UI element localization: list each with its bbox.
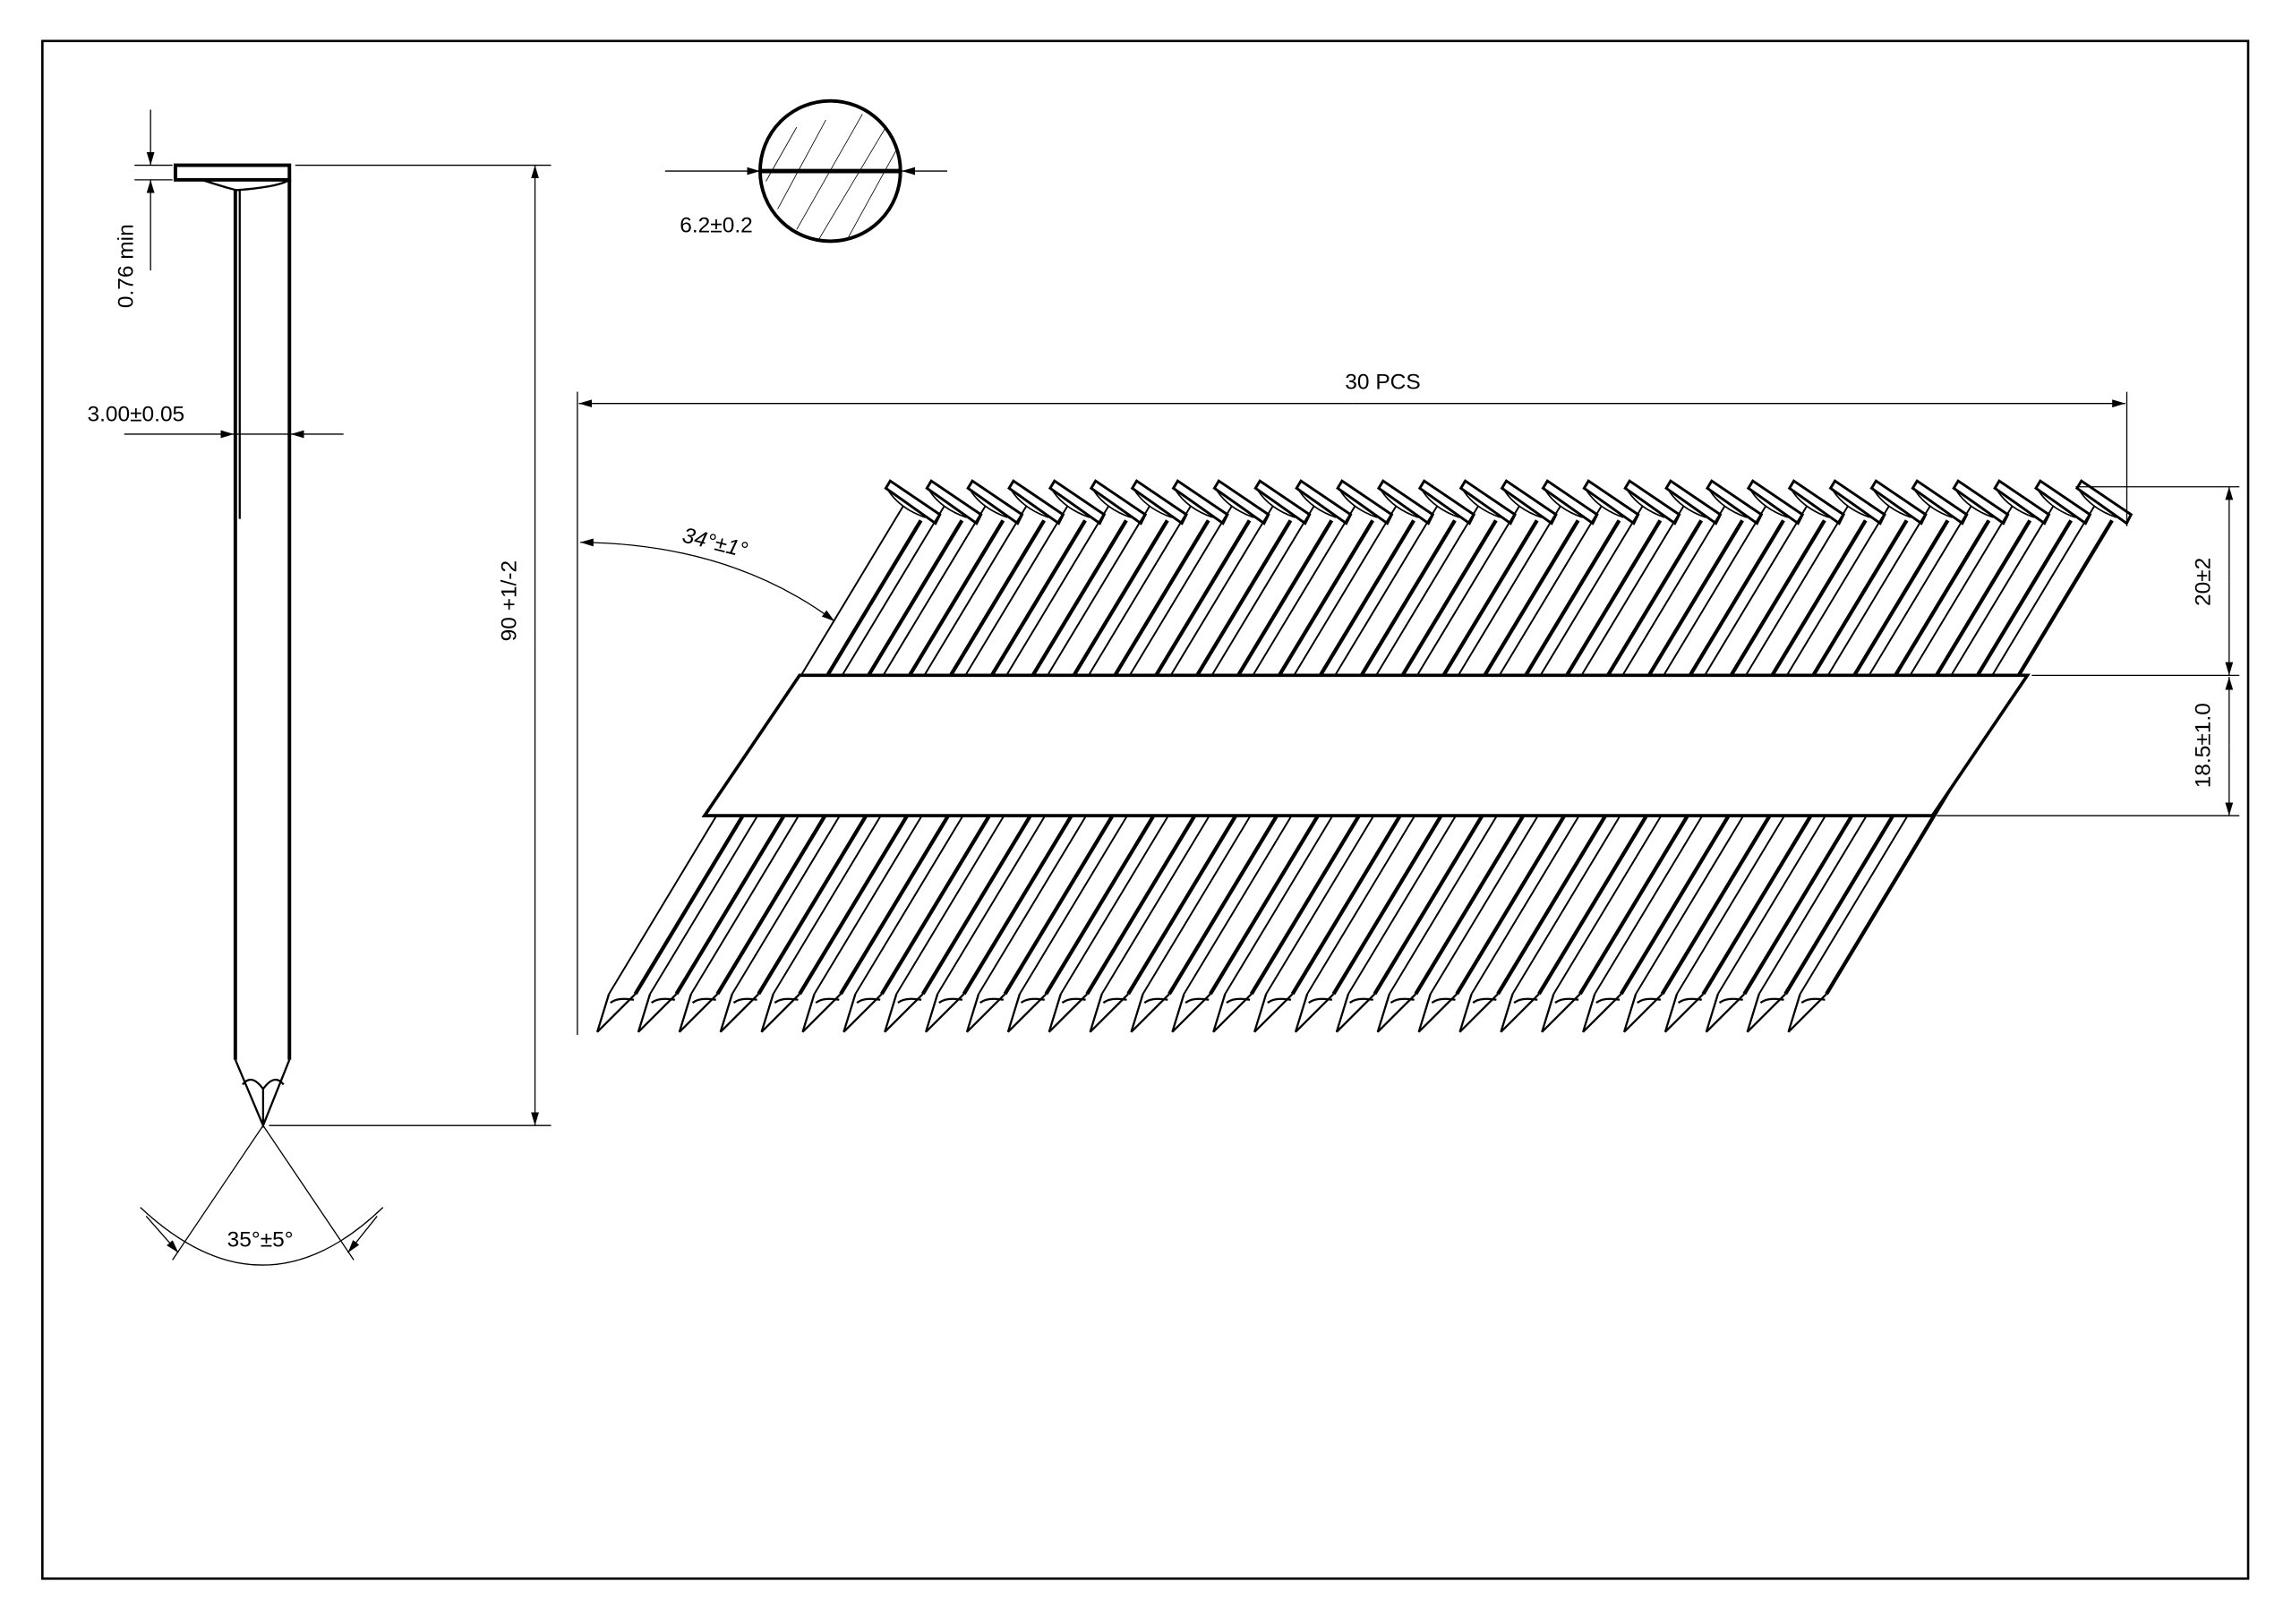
strip-nail-point (965, 993, 1006, 1033)
strip-nail-head-underside (1381, 491, 1419, 518)
strip-nail-head-underside (970, 491, 1008, 518)
head-to-paper-label: 20±2 (2192, 558, 2216, 606)
strip-nail-point (596, 993, 637, 1033)
strip-nail-head-underside (1011, 491, 1049, 518)
nail-length-label: 90 +1/-2 (497, 560, 521, 641)
strip-nail-head-underside (1586, 491, 1624, 518)
strip-nail-point (842, 993, 883, 1033)
strip-nail-point (801, 993, 842, 1033)
strip-nail-point (925, 993, 965, 1033)
drawing-frame (41, 39, 2250, 1580)
strip-nail-point (1417, 993, 1458, 1033)
dimension-collation-angle: 34°±1° (580, 524, 835, 622)
strip-nail-head-underside (1914, 491, 1953, 518)
strip-nail-point (1582, 993, 1622, 1033)
strip-nail-head-underside (1052, 491, 1090, 518)
strip-nail-head-underside (1463, 491, 1501, 518)
strip-nail-head-underside (928, 491, 967, 518)
strip-nail-point (637, 993, 678, 1033)
strip-nail-point (1335, 993, 1376, 1033)
strip-nail-point (1212, 993, 1253, 1033)
strip-nail-head-underside (2038, 491, 2076, 518)
strip-nail-head-underside (1504, 491, 1542, 518)
head-diameter-label: 6.2±0.2 (680, 214, 752, 238)
dimension-shank-diameter: 3.00±0.05 (87, 402, 344, 439)
strip-nail-point (719, 993, 760, 1033)
nail-head (173, 163, 292, 182)
collation-angle-label: 34°±1° (680, 524, 749, 563)
strip-nail-head-underside (1257, 491, 1296, 518)
strip-nail-point (1746, 993, 1786, 1033)
single-nail-view: 0.76 min 3.00±0.05 90 +1/-2 35°±5° (87, 109, 552, 1266)
dimension-nail-length: 90 +1/-2 (269, 164, 552, 1126)
strip-nail-head-underside (887, 491, 926, 518)
strip-nail-head (2074, 479, 2134, 526)
strip-nail-head-underside (1176, 491, 1213, 518)
point-angle-label: 35°±5° (227, 1228, 294, 1252)
strip-nail-point (1294, 993, 1335, 1033)
strip-nail-point (1541, 993, 1581, 1033)
strip-nail-point (1253, 993, 1294, 1033)
strip-nail-head-underside (1792, 491, 1830, 518)
strip-nail-head-underside (1422, 491, 1460, 518)
nail-strip-view: 30 PCS 34°±1° 20±2 18.5±1.0 (577, 370, 2240, 1035)
strip-nail-point (1458, 993, 1499, 1033)
strip-nail-head-underside (1627, 491, 1665, 518)
strip-nail-head-underside (1339, 491, 1378, 518)
paper-width-label: 18.5±1.0 (2192, 703, 2216, 788)
strip-nail-point (1705, 993, 1746, 1033)
shank-diameter-label: 3.00±0.05 (87, 402, 184, 426)
strip-nail-head-underside (1997, 491, 2035, 518)
paper-tape (701, 673, 2031, 817)
strip-nail-point (884, 993, 924, 1033)
strip-nail-point (1089, 993, 1129, 1033)
strip-nail-point (678, 993, 719, 1033)
strip-nail-head-underside (2079, 491, 2117, 518)
nail-point (234, 1059, 291, 1129)
dimension-strip-length: 30 PCS (577, 370, 2128, 1035)
dimension-tape-position: 20±2 18.5±1.0 (1937, 486, 2240, 816)
strip-nail-point (1006, 993, 1048, 1033)
strip-nail-head-underside (1298, 491, 1337, 518)
strip-nail-point (1376, 993, 1417, 1033)
strip-nail-point (1048, 993, 1089, 1033)
strip-count-label: 30 PCS (1345, 370, 1420, 394)
head-thickness-label: 0.76 min (115, 224, 139, 308)
strip-nail-head-underside (1134, 491, 1173, 518)
strip-nail-point (1663, 993, 1705, 1033)
strip-nail-point (1500, 993, 1540, 1033)
strip-nail-point (760, 993, 800, 1033)
strip-nail-head-underside (1668, 491, 1706, 518)
strip-nail-point (1622, 993, 1663, 1033)
strip-nail-head-underside (1709, 491, 1748, 518)
dimension-point-angle: 35°±5° (140, 1124, 384, 1266)
strip-nail-point (1171, 993, 1211, 1033)
head-section-view: 6.2±0.2 (664, 98, 947, 244)
strip-nail-point (1130, 993, 1170, 1033)
section-hatching (765, 114, 897, 241)
strip-nail-point (1787, 993, 1827, 1033)
strip-nail-head-underside (1833, 491, 1870, 518)
dimension-head-thickness: 0.76 min (115, 109, 173, 308)
strip-nail-head-underside (1750, 491, 1789, 518)
strip-nail-head-underside (1545, 491, 1583, 518)
strip-nail-head-underside (1955, 491, 1994, 518)
strip-nail-head-underside (1874, 491, 1911, 518)
strip-nail-head-underside (1216, 491, 1254, 518)
strip-nail-head-underside (1093, 491, 1132, 518)
